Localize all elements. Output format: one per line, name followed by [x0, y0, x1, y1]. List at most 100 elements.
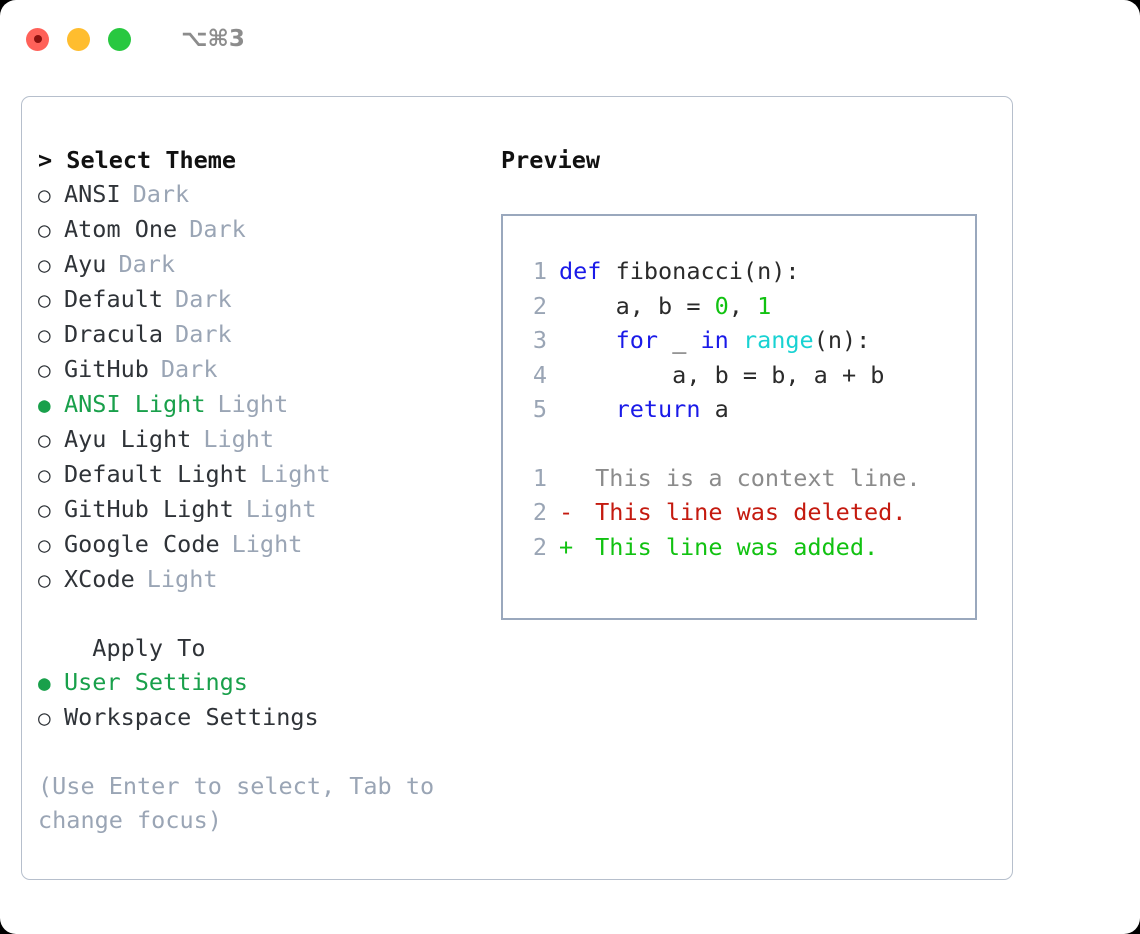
line-number: 3 — [532, 326, 547, 354]
code-text: a, b = b, a + b — [559, 358, 884, 393]
select-theme-heading: > Select Theme — [38, 146, 237, 174]
token-num: 0 — [714, 291, 729, 320]
token-txt: , — [728, 291, 758, 320]
code-text: def fibonacci(n): — [559, 254, 800, 289]
theme-variant-badge: Light — [259, 460, 331, 488]
diff-text: This line was added. — [581, 532, 879, 561]
theme-option-label: GitHub — [64, 355, 149, 383]
theme-option-label: Google Code — [64, 530, 220, 558]
theme-option-ayu[interactable]: ○ Ayu Dark — [38, 247, 498, 282]
keyboard-shortcut-label: ⌥⌘3 — [181, 26, 245, 52]
diff-line: 2- This line was deleted. — [517, 495, 975, 530]
window-controls — [26, 27, 131, 51]
theme-variant-badge: Light — [146, 565, 218, 593]
radio-selected-icon: ● — [38, 671, 51, 695]
apply-to-option-workspace-settings[interactable]: ○ Workspace Settings — [38, 700, 498, 735]
radio-unselected-icon: ○ — [38, 428, 51, 452]
apply-to-option-label: User Settings — [64, 668, 248, 696]
theme-option-label: Ayu — [64, 250, 107, 278]
diff-line: 1 This is a context line. — [517, 461, 975, 496]
radio-unselected-icon: ○ — [38, 253, 51, 277]
code-line: 2 a, b = 0, 1 — [517, 289, 975, 324]
radio-unselected-icon: ○ — [38, 568, 51, 592]
token-txt: a — [700, 395, 729, 423]
line-number: 2 — [532, 532, 547, 561]
line-number: 2 — [532, 498, 547, 526]
radio-unselected-icon: ○ — [38, 323, 51, 347]
token-txt: (n): — [813, 326, 871, 354]
line-number: 4 — [532, 360, 547, 389]
minimize-window-button[interactable] — [67, 27, 90, 51]
token-txt: fibonacci(n): — [615, 257, 800, 285]
token-num: 1 — [757, 291, 772, 320]
theme-variant-badge: Dark — [175, 320, 232, 348]
theme-variant-badge: Dark — [118, 250, 176, 278]
theme-option-ayu-light[interactable]: ○ Ayu Light Light — [38, 422, 498, 457]
radio-unselected-icon: ○ — [38, 288, 51, 312]
diff-marker: + — [559, 532, 574, 561]
diff-text: This line was deleted. — [581, 498, 907, 526]
radio-unselected-icon: ○ — [38, 498, 51, 522]
apply-to-option-user-settings[interactable]: ● User Settings — [38, 665, 498, 700]
theme-option-label: ANSI — [64, 180, 121, 208]
token-txt: _ — [658, 326, 701, 354]
token-txt — [729, 326, 743, 354]
code-line: 3 for _ in range(n): — [517, 323, 975, 358]
diff-sample: 1 This is a context line.2- This line wa… — [517, 461, 975, 565]
close-icon — [33, 35, 42, 43]
radio-unselected-icon: ○ — [38, 218, 51, 242]
theme-option-github[interactable]: ○ GitHub Dark — [38, 352, 498, 387]
preview-heading: Preview — [501, 146, 601, 174]
line-number: 5 — [532, 395, 547, 423]
theme-variant-badge: Light — [245, 495, 317, 523]
apply-to-heading: Apply To — [64, 634, 206, 662]
theme-variant-badge: Dark — [160, 355, 218, 383]
radio-unselected-icon: ○ — [38, 358, 51, 382]
theme-option-label: Dracula — [64, 320, 164, 348]
theme-variant-badge: Light — [203, 425, 275, 453]
diff-marker — [559, 461, 581, 496]
code-line: 4 a, b = b, a + b — [517, 358, 975, 393]
token-txt — [559, 326, 616, 354]
keyboard-hint-text: (Use Enter to select, Tab to change focu… — [38, 772, 435, 834]
theme-variant-badge: Light — [217, 390, 289, 418]
code-text: for _ in range(n): — [559, 323, 871, 358]
radio-unselected-icon: ○ — [38, 706, 51, 730]
code-line: 1 def fibonacci(n): — [517, 254, 975, 289]
diff-marker: - — [559, 498, 574, 526]
token-txt — [559, 395, 616, 423]
title-bar: ⌥⌘3 — [0, 0, 1140, 78]
theme-variant-badge: Dark — [175, 285, 232, 313]
line-number: 1 — [532, 257, 547, 285]
apply-to-option-list: ● User Settings ○ Workspace Settings — [38, 665, 498, 735]
radio-selected-icon: ● — [38, 393, 51, 417]
apply-to-section: Apply To ● User Settings ○ Workspace Settin… — [38, 631, 498, 735]
close-window-button[interactable] — [26, 27, 49, 51]
code-line: 5 return a — [517, 392, 975, 427]
code-text: a, b = 0, 1 — [559, 289, 772, 324]
token-kw: in — [700, 326, 729, 354]
preview-spacer — [517, 427, 975, 461]
theme-option-dracula[interactable]: ○ Dracula Dark — [38, 317, 498, 352]
line-number: 1 — [532, 463, 547, 492]
theme-variant-badge: Dark — [132, 180, 190, 208]
token-kw: return — [615, 395, 701, 423]
radio-unselected-icon: ○ — [38, 463, 51, 487]
theme-option-label: Ayu Light — [64, 425, 192, 453]
apply-to-option-label: Workspace Settings — [64, 703, 319, 731]
maximize-window-button[interactable] — [108, 27, 131, 51]
